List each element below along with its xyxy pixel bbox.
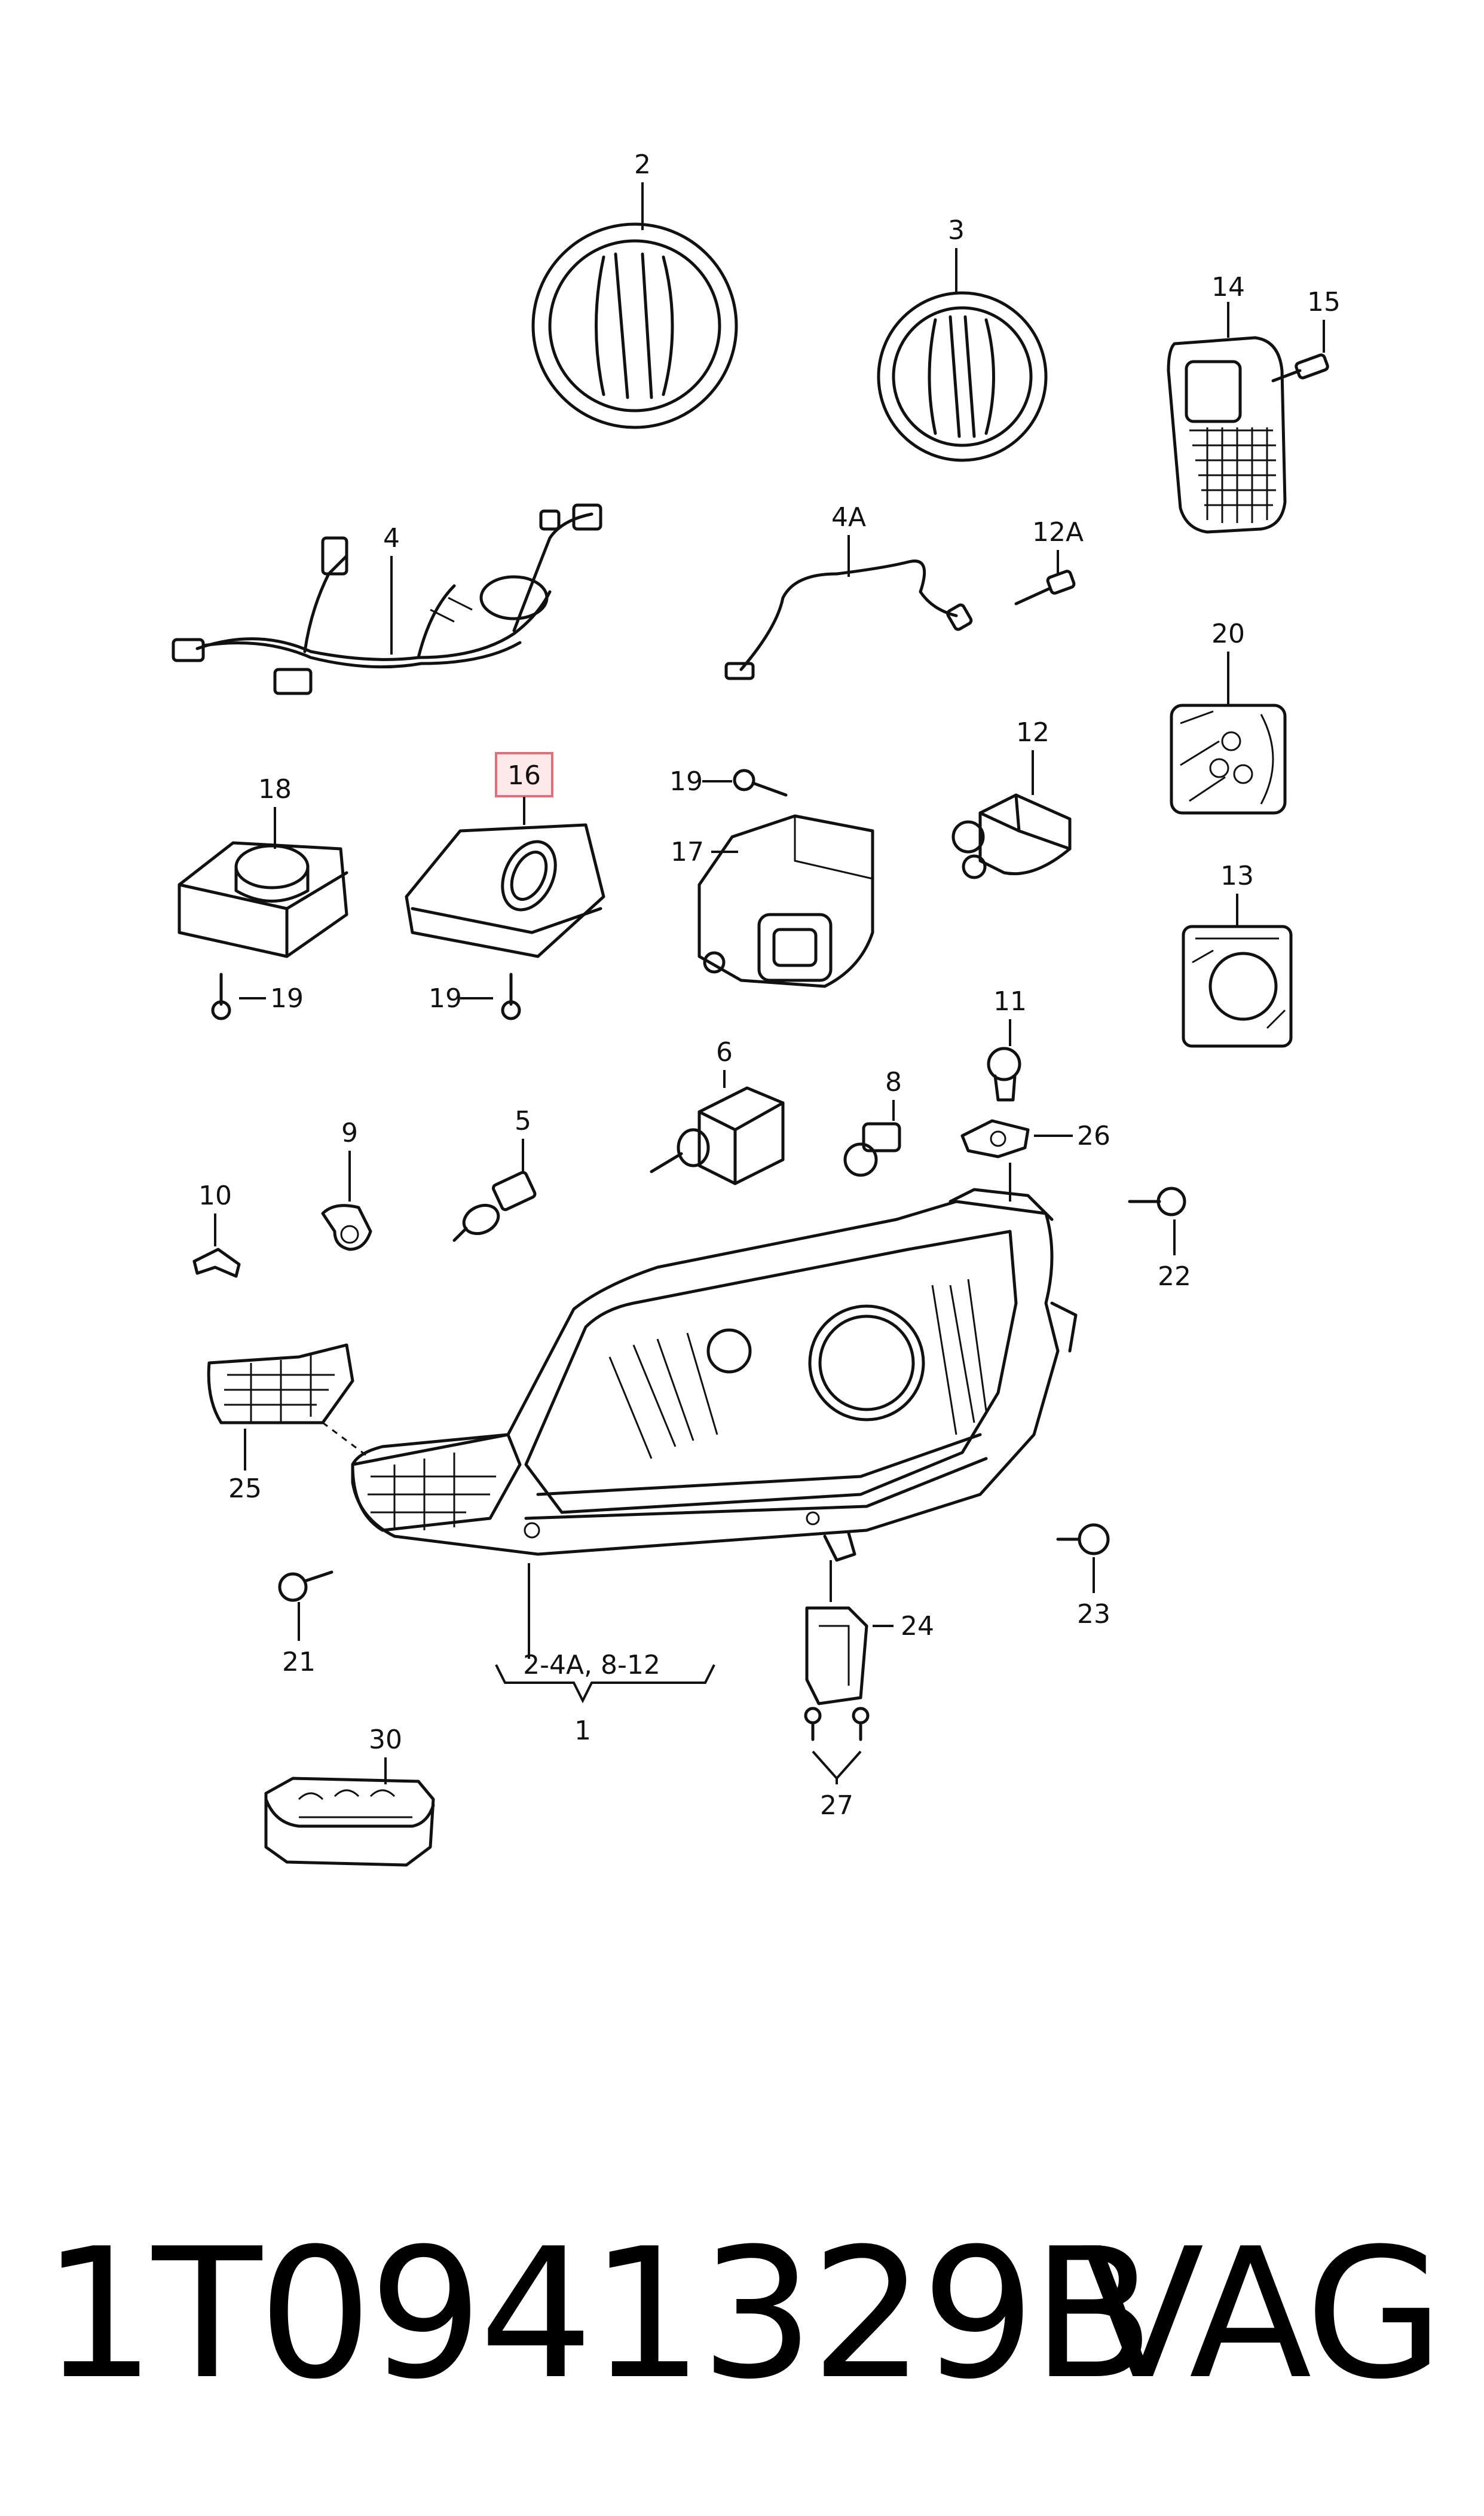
part-19-screw-right[interactable]: 19 [669, 766, 788, 797]
part-1-leader: 2-4A, 8-12 1 [495, 1563, 715, 1746]
callout-10: 10 [198, 1181, 232, 1211]
part-18-ballast[interactable]: 18 [178, 774, 348, 958]
part-1-headlight-assembly[interactable] [351, 1188, 1078, 1562]
callout-9: 9 [341, 1118, 358, 1148]
part-3-cover-cap[interactable]: 3 [877, 215, 1048, 462]
part-14-led-module[interactable]: 14 [1167, 272, 1287, 534]
callout-15: 15 [1307, 287, 1341, 317]
footer: 1T0941329B VAG [42, 2210, 1444, 2419]
part-15-screw[interactable]: 15 [1271, 287, 1341, 383]
part-13-cover[interactable]: 13 [1182, 861, 1293, 1048]
callout-5: 5 [515, 1106, 531, 1136]
part-19-screw-left[interactable]: 19 [211, 973, 304, 1020]
callout-12: 12 [1016, 717, 1049, 748]
callout-8: 8 [885, 1067, 902, 1097]
callout-19a: 19 [270, 983, 304, 1014]
brand-text: VAG [1082, 2210, 1440, 2419]
callout-18: 18 [258, 774, 292, 805]
part-20-insert[interactable]: 20 [1170, 619, 1287, 815]
callout-1: 1 [574, 1716, 591, 1746]
callout-30: 30 [369, 1725, 402, 1755]
callout-26: 26 [1077, 1121, 1110, 1151]
callout-6: 6 [716, 1037, 733, 1068]
callout-4a: 4A [831, 502, 866, 533]
callout-13: 13 [1220, 861, 1254, 891]
part-number-text: 1T0941329B [42, 2210, 1151, 2419]
part-22-bolt[interactable]: 22 [1128, 1187, 1191, 1292]
part-4-wiring-harness[interactable]: 4 [172, 503, 602, 695]
part-24-bracket[interactable]: 24 [805, 1560, 934, 1705]
callout-16: 16 [507, 760, 541, 791]
callout-14: 14 [1211, 272, 1245, 302]
part-12-actuator[interactable]: 12 [951, 717, 1072, 879]
callout-24: 24 [901, 1611, 934, 1641]
callout-19c: 19 [669, 766, 703, 797]
part-26-mount[interactable]: 26 [960, 1119, 1110, 1202]
callout-22: 22 [1158, 1261, 1191, 1292]
part-8-bulb[interactable]: 8 [843, 1067, 902, 1177]
part-17-bracket[interactable]: 17 [671, 814, 874, 988]
part-16-ballast-highlighted[interactable]: 16 [405, 752, 605, 958]
part-4a-wire[interactable]: 4A [724, 502, 973, 680]
part-30-repair-kit[interactable]: 30 [264, 1725, 435, 1867]
part-6-bulb-socket[interactable]: 6 [650, 1037, 785, 1185]
callout-20: 20 [1211, 619, 1245, 649]
part-12a-bolt[interactable]: 12A [1014, 517, 1084, 606]
callout-19b: 19 [429, 983, 462, 1014]
part-5-bulb[interactable]: 5 [452, 1106, 537, 1242]
callout-16-highlight-box [495, 752, 553, 797]
callout-17: 17 [671, 837, 704, 867]
part-11-clip[interactable]: 11 [987, 986, 1027, 1102]
callout-27: 27 [820, 1790, 853, 1821]
callout-4: 4 [383, 523, 400, 554]
callout-range: 2-4A, 8-12 [523, 1650, 660, 1680]
callout-21: 21 [282, 1647, 316, 1677]
part-23-bolt[interactable]: 23 [1056, 1523, 1110, 1630]
part-27-screws[interactable]: 27 [804, 1707, 870, 1821]
callout-3: 3 [948, 215, 965, 246]
part-25-grille[interactable]: 25 [207, 1343, 371, 1504]
callout-11: 11 [993, 986, 1027, 1017]
part-2-cover-cap[interactable]: 2 [531, 149, 738, 429]
callout-25: 25 [228, 1473, 262, 1504]
part-19-screw-middle[interactable]: 19 [429, 973, 521, 1020]
part-10-clip[interactable]: 10 [192, 1181, 241, 1278]
callout-2: 2 [634, 149, 651, 180]
callout-12a: 12A [1032, 517, 1084, 548]
callout-23: 23 [1077, 1599, 1110, 1630]
part-9-cap[interactable]: 9 [321, 1118, 372, 1251]
part-21-bolt[interactable]: 21 [278, 1570, 333, 1677]
